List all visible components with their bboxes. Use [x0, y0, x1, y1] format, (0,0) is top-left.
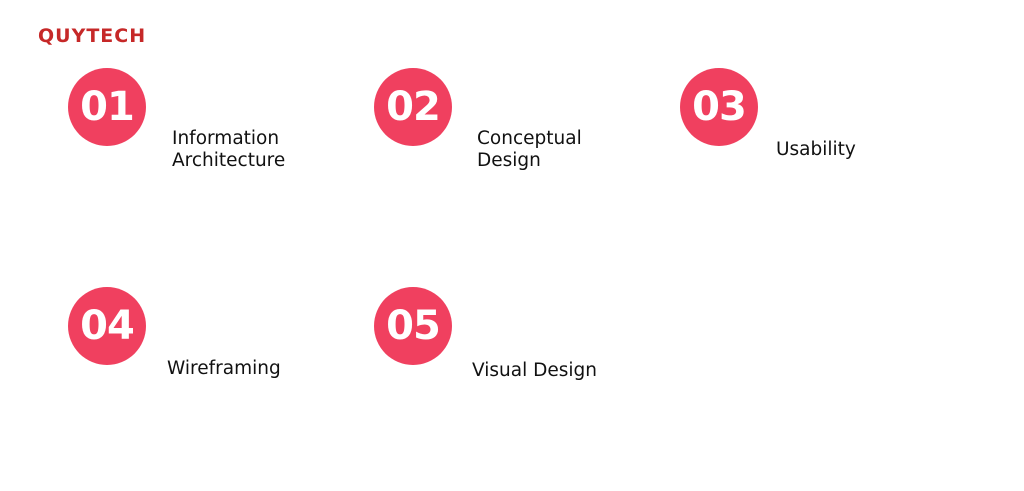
step-label-visual-design: Visual Design: [472, 360, 597, 382]
step-label-line: Wireframing: [167, 358, 281, 379]
step-number-badge-04: 04: [68, 287, 146, 365]
step-label-usability: Usability: [776, 139, 856, 161]
step-label-line: Usability: [776, 139, 856, 160]
step-label-line: Design: [477, 150, 541, 171]
step-number-badge-05: 05: [374, 287, 452, 365]
step-label-line: Visual Design: [472, 360, 597, 381]
step-label-line: Information: [172, 128, 280, 149]
step-number-badge-03: 03: [680, 68, 758, 146]
step-number-badge-02: 02: [374, 68, 452, 146]
step-label-information-architecture: Information Architecture: [172, 128, 285, 172]
step-label-line: Conceptual: [477, 128, 582, 149]
step-number-badge-01: 01: [68, 68, 146, 146]
step-label-wireframing: Wireframing: [167, 358, 281, 380]
brand-logo: QUYTECH: [38, 25, 147, 47]
step-label-line: Architecture: [172, 150, 286, 171]
step-label-conceptual-design: Conceptual Design: [477, 128, 582, 172]
